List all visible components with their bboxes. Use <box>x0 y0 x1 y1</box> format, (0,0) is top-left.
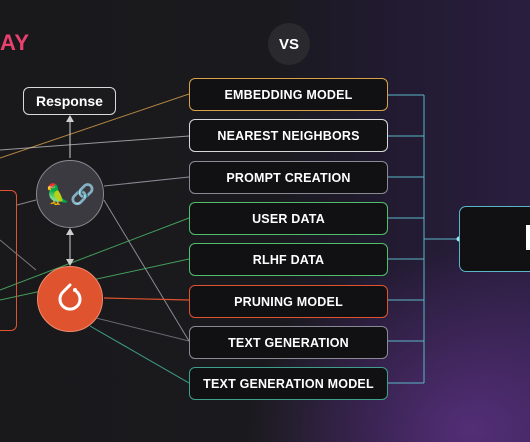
vs-badge: VS <box>268 23 310 65</box>
line-pt-pruning <box>103 297 190 301</box>
nearest-neighbors-box: NEAREST NEIGHBORS <box>189 119 388 152</box>
pytorch-node <box>37 266 103 332</box>
line-left-in <box>0 239 37 271</box>
line-pt-textgenmodel <box>89 325 190 384</box>
line-lc-textgen <box>103 199 190 342</box>
line-lc-prompt <box>103 176 190 187</box>
target-box-glyph <box>526 225 530 250</box>
langchain-icon: 🦜🔗 <box>45 183 95 206</box>
line-pt-textgen <box>95 317 190 342</box>
user-data-box: USER DATA <box>189 202 388 235</box>
pytorch-flame-icon <box>58 283 82 311</box>
prompt-creation-box: PROMPT CREATION <box>189 161 388 194</box>
pruning-model-box: PRUNING MODEL <box>189 285 388 318</box>
left-partial-box <box>0 190 17 331</box>
embedding-model-box: EMBEDDING MODEL <box>189 78 388 111</box>
brand-logo-text: AY <box>0 30 30 55</box>
line-userdata-left <box>0 217 190 291</box>
line-neighbors-left <box>0 135 190 151</box>
target-box <box>459 206 530 272</box>
rlhf-data-box: RLHF DATA <box>189 243 388 276</box>
response-box: Response <box>23 87 116 115</box>
text-generation-model-box: TEXT GENERATION MODEL <box>189 367 388 400</box>
text-generation-box: TEXT GENERATION <box>189 326 388 359</box>
langchain-node: 🦜🔗 <box>36 160 104 228</box>
